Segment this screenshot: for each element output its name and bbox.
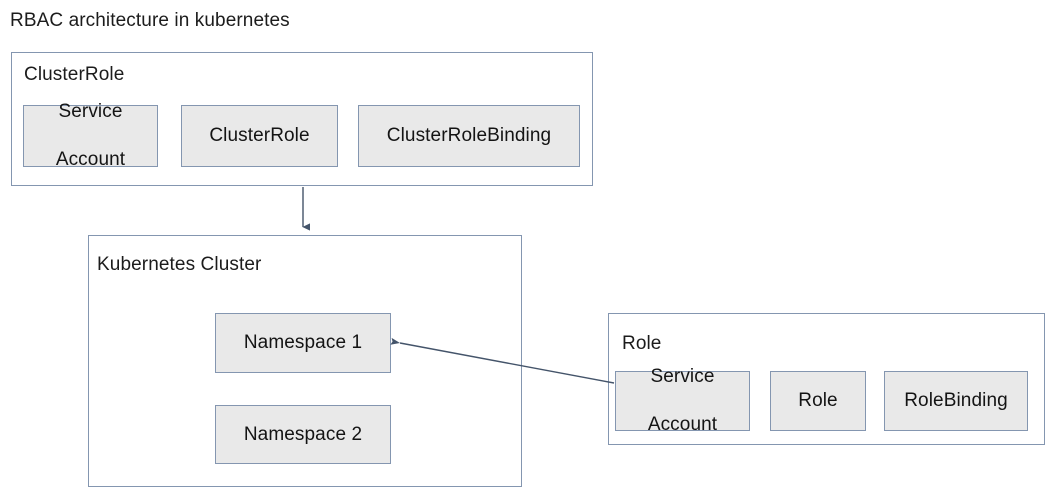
node-label: Service Account — [640, 365, 725, 437]
node-label: ClusterRole — [209, 125, 310, 146]
node-namespace-1[interactable]: Namespace 1 — [215, 313, 391, 373]
kubernetes-cluster-label: Kubernetes Cluster — [97, 254, 262, 275]
node-label-line2: Account — [55, 149, 126, 170]
node-clusterrole[interactable]: ClusterRole — [181, 105, 338, 167]
node-label: RoleBinding — [904, 390, 1008, 411]
node-clusterrolebinding[interactable]: ClusterRoleBinding — [358, 105, 580, 167]
node-label-line2: Account — [647, 414, 718, 435]
clusterrole-group-label: ClusterRole — [24, 64, 125, 85]
node-label-line1: Service — [58, 101, 123, 122]
node-clusterrole-service-account[interactable]: Service Account — [23, 101, 158, 170]
node-label: Role — [798, 390, 838, 411]
node-label-line1: Service — [650, 366, 715, 387]
node-label: Service Account — [48, 100, 133, 172]
node-label: ClusterRoleBinding — [386, 125, 552, 146]
page-title: RBAC architecture in kubernetes — [10, 10, 290, 31]
role-group-label: Role — [622, 333, 662, 354]
node-rolebinding[interactable]: RoleBinding — [884, 371, 1028, 431]
node-role[interactable]: Role — [770, 371, 866, 431]
node-label: Namespace 2 — [243, 423, 363, 445]
node-role-service-account[interactable]: Service Account — [615, 366, 750, 435]
node-namespace-2[interactable]: Namespace 2 — [215, 405, 391, 464]
node-label: Namespace 1 — [243, 332, 363, 353]
